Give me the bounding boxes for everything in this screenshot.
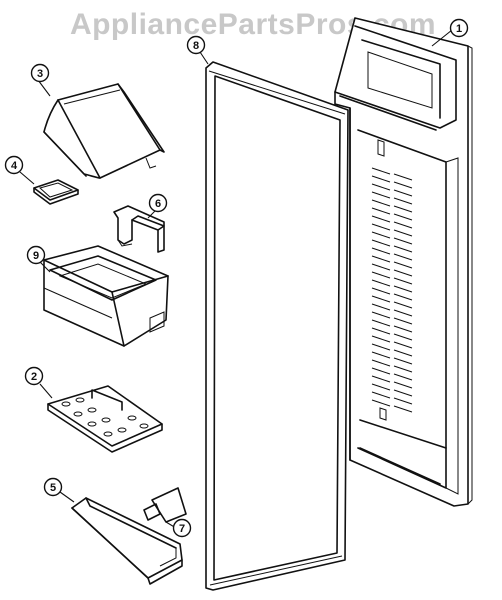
callout-5: 5 [43, 477, 63, 497]
svg-text:5: 5 [50, 482, 56, 494]
door-gasket [205, 61, 349, 591]
door-liner [334, 17, 473, 507]
callout-6: 6 [148, 193, 168, 213]
svg-text:4: 4 [11, 160, 18, 172]
storage-bin [43, 245, 169, 347]
svg-text:9: 9 [33, 250, 39, 262]
shelf-clip [143, 487, 187, 523]
callout-9: 9 [26, 245, 46, 265]
callout-3: 3 [30, 63, 50, 83]
callout-8: 8 [186, 35, 206, 55]
callout-4: 4 [4, 155, 24, 175]
svg-text:8: 8 [193, 40, 199, 52]
callout-1: 1 [449, 18, 469, 38]
callout-7: 7 [172, 518, 192, 538]
svg-text:2: 2 [31, 371, 37, 383]
small-tray [33, 179, 79, 205]
svg-text:6: 6 [155, 198, 161, 210]
door-shelf [71, 497, 183, 585]
svg-text:1: 1 [456, 23, 462, 35]
svg-text:7: 7 [179, 523, 185, 535]
callout-2: 2 [24, 366, 44, 386]
egg-tray [47, 385, 163, 453]
svg-text:3: 3 [37, 68, 43, 80]
hinge-bracket [113, 205, 165, 253]
dairy-cover [43, 83, 165, 179]
